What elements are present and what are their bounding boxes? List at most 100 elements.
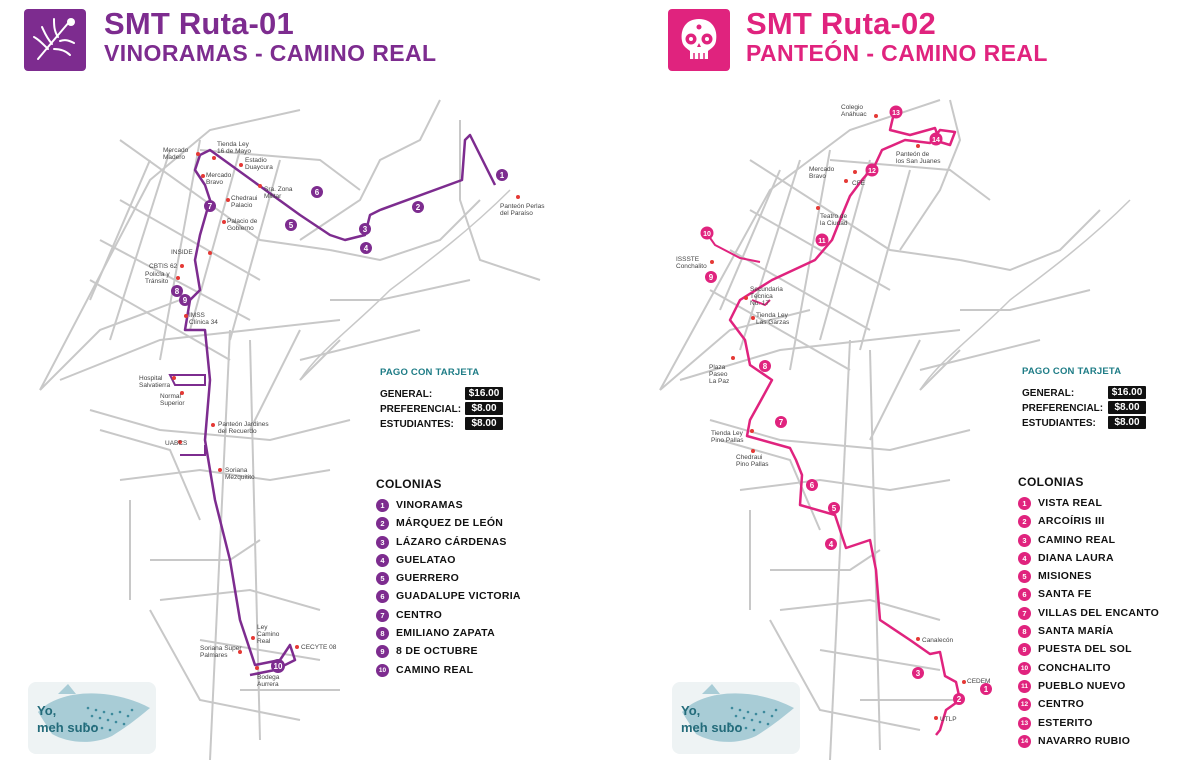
colonia-name: CENTRO (396, 608, 443, 621)
fare-label: PREFERENCIAL: (1022, 403, 1104, 414)
svg-text:3: 3 (916, 669, 921, 678)
stop-label: ISSSTE Conchalito (676, 256, 707, 270)
fare-heading: PAGO CON TARJETA (380, 367, 480, 378)
logo-text: Yo, meh subo (681, 703, 743, 735)
colonia-name: LÁZARO CÁRDENAS (396, 535, 507, 548)
list-item: 3 CAMINO REAL (1018, 533, 1115, 552)
list-item: 5 GUERRERO (376, 572, 459, 590)
fare-price: $8.00 (1108, 401, 1146, 414)
svg-text:6: 6 (810, 481, 815, 490)
colonia-name: PUEBLO NUEVO (1038, 679, 1126, 692)
fare-row-general: GENERAL: $16.00 (1022, 386, 1152, 401)
stop-label: Tienda Ley Pino Pallas (711, 430, 744, 444)
stop-label: Mercado Madero (163, 147, 189, 161)
fare-label: GENERAL: (1022, 388, 1075, 399)
stop-label: Bodega Aurrera (257, 674, 280, 688)
number-badge: 12 (1018, 698, 1031, 712)
stop-label: Sra. Zona Militar (264, 186, 293, 200)
list-item: 8 SANTA MARÍA (1018, 625, 1113, 643)
logo-text: Yo, meh subo (37, 703, 99, 735)
svg-text:5: 5 (832, 504, 837, 513)
colonia-name: GUERRERO (396, 572, 460, 585)
stop-label: Panteón Jardines del Recuerdo (218, 421, 269, 435)
route-01-number-markers: 123 456 789 10 (171, 169, 508, 673)
stop-label: Ley Camino Real (257, 624, 280, 645)
number-badge: 1 (376, 499, 389, 512)
fare-heading: PAGO CON TARJETA (1022, 366, 1122, 377)
svg-text:14: 14 (932, 137, 940, 144)
stop-label: CECYTE 08 (301, 644, 337, 651)
number-badge: 9 (376, 645, 389, 659)
colonia-name: SANTA MARÍA (1038, 625, 1114, 638)
stop-label: IMSS Clínica 34 (189, 312, 218, 326)
fare-label: GENERAL: (380, 389, 433, 400)
number-badge: 3 (1018, 533, 1031, 547)
colonia-name: ARCOÍRIS III (1038, 515, 1105, 528)
number-badge: 6 (376, 590, 389, 604)
fare-block: PAGO CON TARJETA GENERAL: $16.00 PREFERE… (380, 367, 510, 432)
svg-text:7: 7 (208, 202, 213, 211)
stop-label: UTLP (940, 716, 957, 723)
fare-price: $8.00 (1108, 416, 1146, 429)
svg-text:3: 3 (363, 225, 368, 234)
list-item: 1 VISTA REAL (1018, 497, 1102, 515)
agave-leaf-icon (24, 9, 86, 71)
fare-row-general: GENERAL: $16.00 (380, 387, 510, 402)
stop-label: Canalecón (922, 637, 954, 644)
street-grid (659, 99, 1101, 760)
route-title: SMT Ruta-02 (746, 6, 936, 41)
colonias-title: COLONIAS (376, 477, 442, 491)
route-02-stops (710, 114, 966, 720)
list-item: 6 GUADALUPE VICTORIA (376, 590, 520, 608)
fare-row-preferencial: PREFERENCIAL: $8.00 (380, 402, 510, 417)
number-badge: 5 (376, 572, 389, 586)
svg-text:2: 2 (957, 695, 962, 704)
stop-label: Plaza Paseo La Paz (709, 364, 730, 385)
fare-label: ESTUDIANTES: (380, 419, 454, 430)
whale-shark-logo: Yo, meh subo (28, 682, 156, 754)
number-badge: 2 (376, 517, 389, 531)
fare-row-estudiantes: ESTUDIANTES: $8.00 (380, 417, 510, 432)
stop-label: CEDEM (967, 678, 991, 685)
stop-label: Panteón de los San Juanes (896, 151, 941, 165)
svg-text:13: 13 (892, 110, 900, 117)
colonia-name: ESTERITO (1038, 716, 1093, 729)
stop-label: Panteón Perlas del Paraíso (500, 203, 545, 217)
colonia-name: CAMINO REAL (396, 663, 474, 676)
svg-text:7: 7 (779, 418, 784, 427)
colonia-name: VISTA REAL (1038, 497, 1103, 509)
stop-label: Mercado Bravo (809, 166, 835, 180)
colonia-name: CAMINO REAL (1038, 533, 1116, 546)
number-badge: 9 (1018, 643, 1031, 657)
svg-text:4: 4 (829, 540, 834, 549)
whale-shark-icon (672, 682, 800, 754)
colonia-name: PUESTA DEL SOL (1038, 643, 1132, 656)
number-badge: 10 (1018, 661, 1031, 675)
colonia-name: DIANA LAURA (1038, 551, 1114, 564)
number-badge: 8 (376, 627, 389, 641)
number-badge: 13 (1018, 716, 1031, 730)
svg-text:1: 1 (500, 171, 505, 180)
stop-label: Chedraui Pino Pallas (736, 454, 769, 468)
number-badge: 1 (1018, 497, 1031, 510)
number-badge: 8 (1018, 625, 1031, 639)
colonia-name: GUADALUPE VICTORIA (396, 590, 521, 603)
stop-label: Mercado Bravo (206, 172, 232, 186)
whale-shark-logo: Yo, meh subo (672, 682, 800, 754)
route-02-panel: SMT Ruta-02 PANTEÓN - CAMINO REAL (600, 0, 1200, 765)
route-subtitle: VINORAMAS - CAMINO REAL (104, 40, 437, 66)
